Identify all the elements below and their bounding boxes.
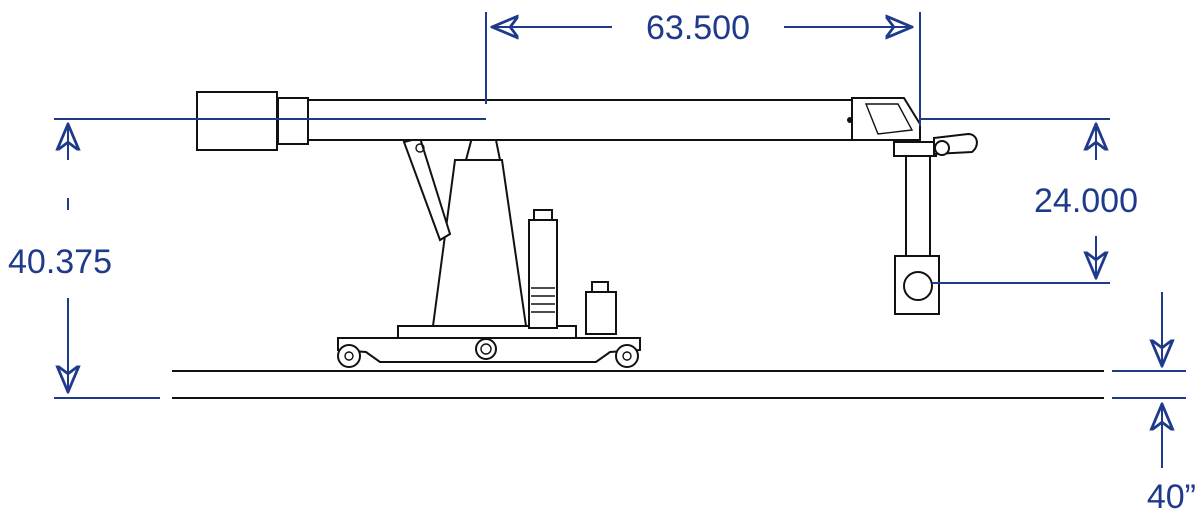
hook-assembly — [893, 132, 978, 315]
pump-unit — [585, 281, 617, 335]
boom-arm — [196, 91, 921, 151]
hook-drop-dimension: 24.000 — [920, 118, 1138, 284]
track-gap-label: 40” — [1147, 478, 1196, 510]
mount-height-dimension: 40.375 — [8, 118, 486, 399]
mount-height-label: 40.375 — [8, 243, 112, 281]
pedestal — [431, 111, 528, 327]
hook-drop-label: 24.000 — [1034, 182, 1138, 220]
brace-strut — [402, 136, 452, 242]
hydraulic-cylinder — [528, 209, 558, 329]
track-gap-dimension: 40” — [1112, 292, 1196, 510]
horizontal-reach-dimension: 63.500 — [485, 9, 921, 126]
floor-track — [172, 370, 1104, 399]
right-wheel — [615, 344, 639, 368]
left-wheel — [337, 344, 361, 368]
horizontal-reach-label: 63.500 — [646, 9, 750, 47]
